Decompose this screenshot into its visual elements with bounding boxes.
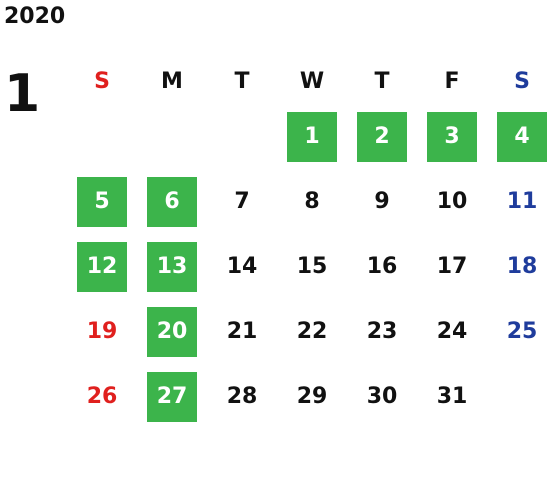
weekday-header-wednesday: W bbox=[299, 68, 325, 94]
calendar-cell: 4 bbox=[487, 104, 548, 169]
calendar-cell bbox=[207, 104, 277, 169]
calendar-cell: 1 bbox=[277, 104, 347, 169]
holiday-day-cell[interactable]: 1 bbox=[287, 111, 337, 162]
month-number: 1 bbox=[4, 64, 41, 124]
calendar-cell: 28 bbox=[207, 364, 277, 429]
day-cell[interactable]: 26 bbox=[86, 384, 118, 409]
calendar-cell: 16 bbox=[347, 234, 417, 299]
calendar-cell: 5 bbox=[67, 169, 137, 234]
calendar-cell bbox=[137, 104, 207, 169]
calendar-cell: 18 bbox=[487, 234, 548, 299]
holiday-day-cell[interactable]: 20 bbox=[147, 306, 197, 357]
calendar-cell: 29 bbox=[277, 364, 347, 429]
day-cell[interactable]: 25 bbox=[506, 319, 538, 344]
calendar-cell: 11 bbox=[487, 169, 548, 234]
holiday-day-cell[interactable]: 12 bbox=[77, 241, 127, 292]
holiday-day-cell[interactable]: 27 bbox=[147, 371, 197, 422]
calendar-cell: 23 bbox=[347, 299, 417, 364]
day-cell[interactable]: 23 bbox=[366, 319, 398, 344]
calendar-cell: 9 bbox=[347, 169, 417, 234]
calendar-cell: 17 bbox=[417, 234, 487, 299]
weekday-header-sunday: S bbox=[94, 68, 110, 94]
day-cell[interactable]: 18 bbox=[506, 254, 538, 279]
holiday-day-cell[interactable]: 3 bbox=[427, 111, 477, 162]
calendar-cell bbox=[487, 364, 548, 429]
holiday-day-cell[interactable]: 2 bbox=[357, 111, 407, 162]
day-cell[interactable]: 17 bbox=[436, 254, 468, 279]
day-cell[interactable]: 11 bbox=[506, 189, 538, 214]
day-cell[interactable]: 21 bbox=[226, 319, 258, 344]
day-cell[interactable]: 15 bbox=[296, 254, 328, 279]
weekday-header-monday: M bbox=[161, 68, 183, 94]
holiday-day-cell[interactable]: 6 bbox=[147, 176, 197, 227]
weekday-header-thursday: T bbox=[374, 68, 390, 94]
day-cell[interactable]: 22 bbox=[296, 319, 328, 344]
day-cell[interactable]: 31 bbox=[436, 384, 468, 409]
calendar-cell: 25 bbox=[487, 299, 548, 364]
calendar-cell: 26 bbox=[67, 364, 137, 429]
day-cell[interactable]: 30 bbox=[366, 384, 398, 409]
year-label: 2020 bbox=[4, 4, 66, 29]
calendar-cell: 6 bbox=[137, 169, 207, 234]
calendar-cell: 21 bbox=[207, 299, 277, 364]
holiday-day-cell[interactable]: 4 bbox=[497, 111, 547, 162]
calendar-cell: 24 bbox=[417, 299, 487, 364]
holiday-day-cell[interactable]: 13 bbox=[147, 241, 197, 292]
day-cell[interactable]: 19 bbox=[86, 319, 118, 344]
weekday-header-saturday: S bbox=[514, 68, 530, 94]
day-cell[interactable]: 7 bbox=[234, 189, 250, 214]
day-cell[interactable]: 29 bbox=[296, 384, 328, 409]
weekday-header-tuesday: T bbox=[234, 68, 250, 94]
calendar-cell: 3 bbox=[417, 104, 487, 169]
calendar-cell: 30 bbox=[347, 364, 417, 429]
day-cell[interactable]: 9 bbox=[374, 189, 390, 214]
calendar-cell bbox=[67, 104, 137, 169]
day-cell[interactable]: 10 bbox=[436, 189, 468, 214]
day-cell[interactable]: 28 bbox=[226, 384, 258, 409]
calendar-cell: 15 bbox=[277, 234, 347, 299]
day-cell[interactable]: 8 bbox=[304, 189, 320, 214]
calendar-cell: 2 bbox=[347, 104, 417, 169]
calendar-cell: 27 bbox=[137, 364, 207, 429]
calendar-cell: 12 bbox=[67, 234, 137, 299]
holiday-day-cell[interactable]: 5 bbox=[77, 176, 127, 227]
day-cell[interactable]: 24 bbox=[436, 319, 468, 344]
calendar-cell: 31 bbox=[417, 364, 487, 429]
weekday-header-friday: F bbox=[444, 68, 460, 94]
calendar-cell: 20 bbox=[137, 299, 207, 364]
calendar-cell: 19 bbox=[67, 299, 137, 364]
calendar-cell: 14 bbox=[207, 234, 277, 299]
calendar-cell: 13 bbox=[137, 234, 207, 299]
calendar-cell: 7 bbox=[207, 169, 277, 234]
day-cell[interactable]: 16 bbox=[366, 254, 398, 279]
day-cell[interactable]: 14 bbox=[226, 254, 258, 279]
calendar-cell: 22 bbox=[277, 299, 347, 364]
calendar-cell: 8 bbox=[277, 169, 347, 234]
calendar-cell: 10 bbox=[417, 169, 487, 234]
